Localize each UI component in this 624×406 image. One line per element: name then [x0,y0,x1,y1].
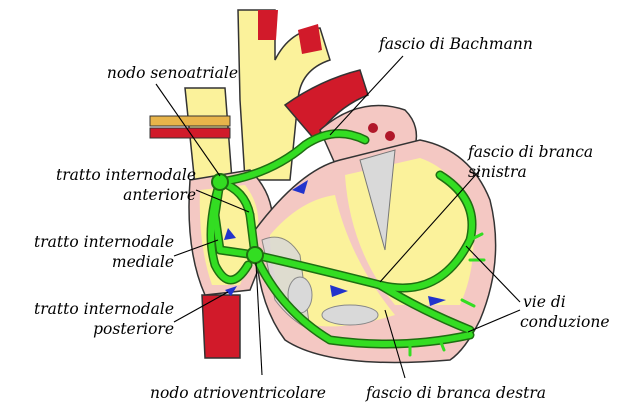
label-left-bundle-line1: fascio di branca [467,143,593,161]
sa-node [212,174,228,190]
av-node [247,247,263,263]
label-pathways-line1: vie di [523,293,566,311]
aortic-branch-red [258,10,278,40]
inferior-vena-cava [202,295,240,358]
pulmonary-vein [368,123,378,133]
vessel-band [150,116,230,126]
label-av-node: nodo atrioventricolare [150,384,326,402]
label-anterior-line2: anteriore [123,186,196,204]
label-left-bundle-line2: sinistra [468,163,527,181]
label-pathways-line2: conduzione [520,313,610,331]
label-posterior-line2: posteriore [93,320,174,338]
pulmonary-vein-2 [385,131,395,141]
label-bachmann: fascio di Bachmann [378,35,533,53]
heart-illustration [150,10,496,363]
label-anterior-line1: tratto internodale [56,166,196,184]
aortic-branch-red-2 [298,24,322,54]
label-sa-node: nodo senoatriale [107,64,238,82]
label-middle-line2: mediale [112,253,174,271]
papillary-muscle [322,305,378,325]
label-posterior-line1: tratto internodale [34,300,174,318]
label-right-bundle: fascio di branca destra [365,384,546,402]
label-middle-line1: tratto internodale [34,233,174,251]
